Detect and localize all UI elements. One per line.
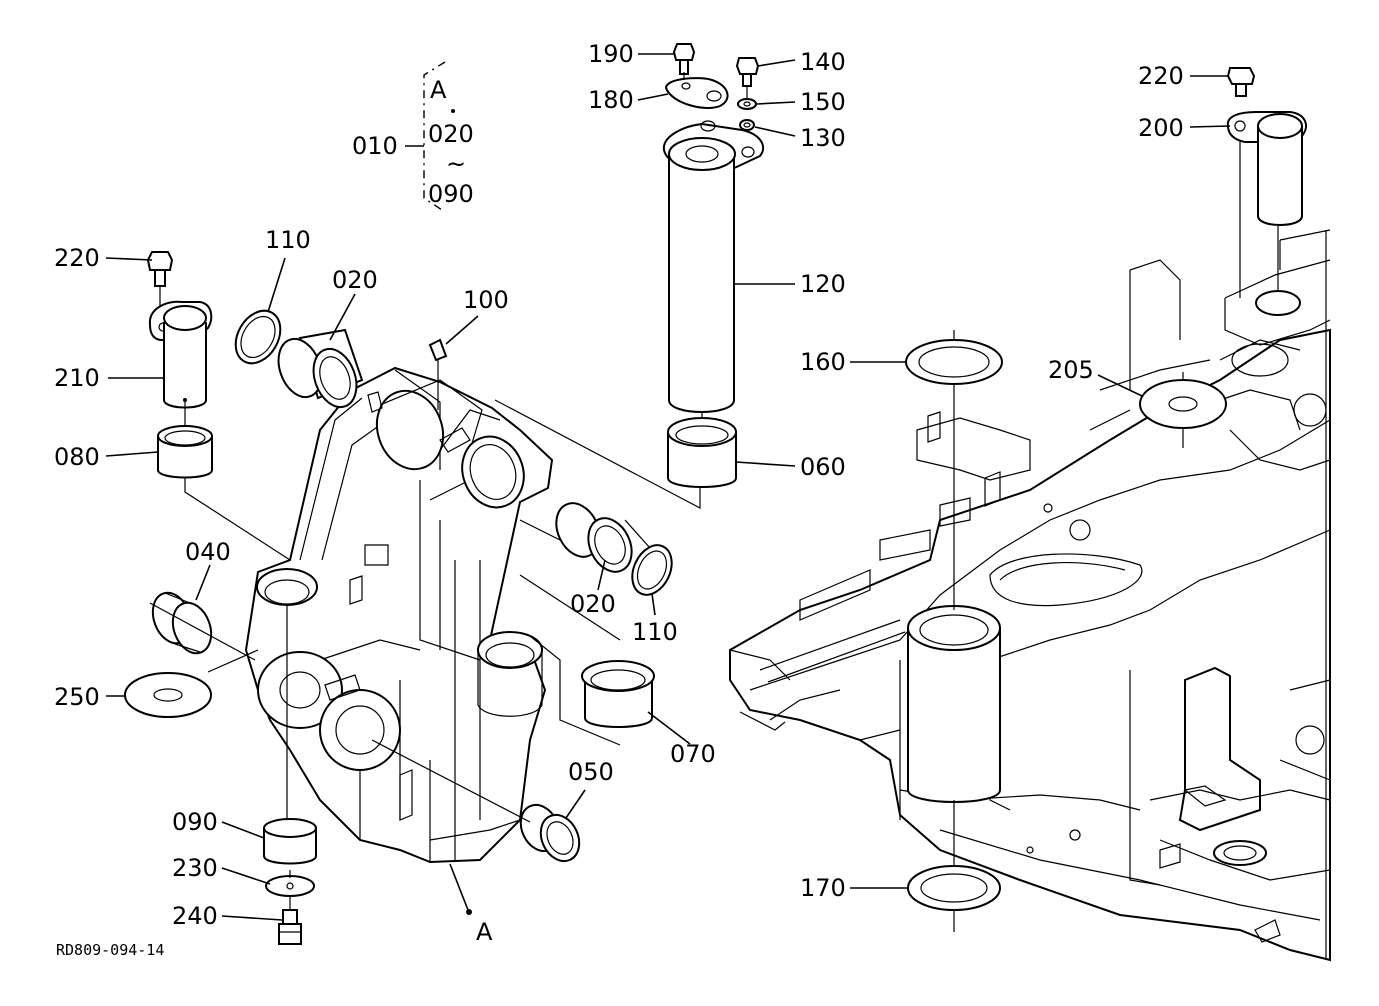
label-170: 170 xyxy=(800,874,846,902)
label-050: 050 xyxy=(568,758,614,786)
group-item-a: A xyxy=(430,76,447,104)
bushing-090 xyxy=(263,818,317,865)
label-070: 070 xyxy=(670,740,716,768)
pin-210-assembly xyxy=(146,251,213,409)
shim-160 xyxy=(905,339,1003,385)
label-090: 090 xyxy=(172,808,218,836)
label-210: 210 xyxy=(54,364,100,392)
washer-230 xyxy=(265,875,315,897)
ring-110-top xyxy=(234,309,282,365)
label-205: 205 xyxy=(1048,356,1094,384)
leader-lines xyxy=(105,53,1231,921)
label-220-right: 220 xyxy=(1138,62,1184,90)
label-220-left: 220 xyxy=(54,244,100,272)
label-150: 150 xyxy=(800,88,846,116)
label-240: 240 xyxy=(172,902,218,930)
label-160: 160 xyxy=(800,348,846,376)
main-frame xyxy=(729,229,1331,962)
label-250: 250 xyxy=(54,683,100,711)
label-010: 010 xyxy=(352,132,398,160)
label-040: 040 xyxy=(185,538,231,566)
group-item-090: 090 xyxy=(428,180,474,208)
bushing-020-top xyxy=(277,328,364,409)
label-080: 080 xyxy=(54,443,100,471)
bushing-020-right xyxy=(555,502,633,573)
group-item-020: 020 xyxy=(428,120,474,148)
label-110-right: 110 xyxy=(632,618,678,646)
label-mark-a: A xyxy=(476,918,493,946)
label-180: 180 xyxy=(588,86,634,114)
fitting-240 xyxy=(278,909,302,945)
bushing-040 xyxy=(151,591,213,655)
label-200: 200 xyxy=(1138,114,1184,142)
label-060: 060 xyxy=(800,453,846,481)
label-120: 120 xyxy=(800,270,846,298)
label-190: 190 xyxy=(588,40,634,68)
bushing-080 xyxy=(157,425,213,479)
label-020-right: 020 xyxy=(570,590,616,618)
reference-code: RD809-094-14 xyxy=(56,941,164,959)
label-110-top: 110 xyxy=(265,226,311,254)
washer-250 xyxy=(124,672,212,718)
swing-bracket-assembly xyxy=(244,338,554,864)
alignment-lines-right xyxy=(953,230,1327,960)
washer-205 xyxy=(1139,379,1227,429)
bushing-070 xyxy=(581,660,655,728)
part-labels: 220 210 080 110 020 100 040 250 020 110 … xyxy=(54,40,1184,946)
label-020-top: 020 xyxy=(332,266,378,294)
group-bracket: A 020 ~ 090 010 xyxy=(352,61,474,213)
label-230: 230 xyxy=(172,854,218,882)
label-100: 100 xyxy=(463,286,509,314)
shim-170 xyxy=(907,865,1001,911)
pin-120-assembly xyxy=(662,43,765,488)
bushing-050 xyxy=(519,803,581,863)
label-130: 130 xyxy=(800,124,846,152)
group-item-tilde: ~ xyxy=(446,150,466,178)
label-140: 140 xyxy=(800,48,846,76)
ring-110-right xyxy=(631,544,673,596)
alignment-lines-left xyxy=(149,399,701,910)
pin-200-assembly xyxy=(1226,67,1307,298)
